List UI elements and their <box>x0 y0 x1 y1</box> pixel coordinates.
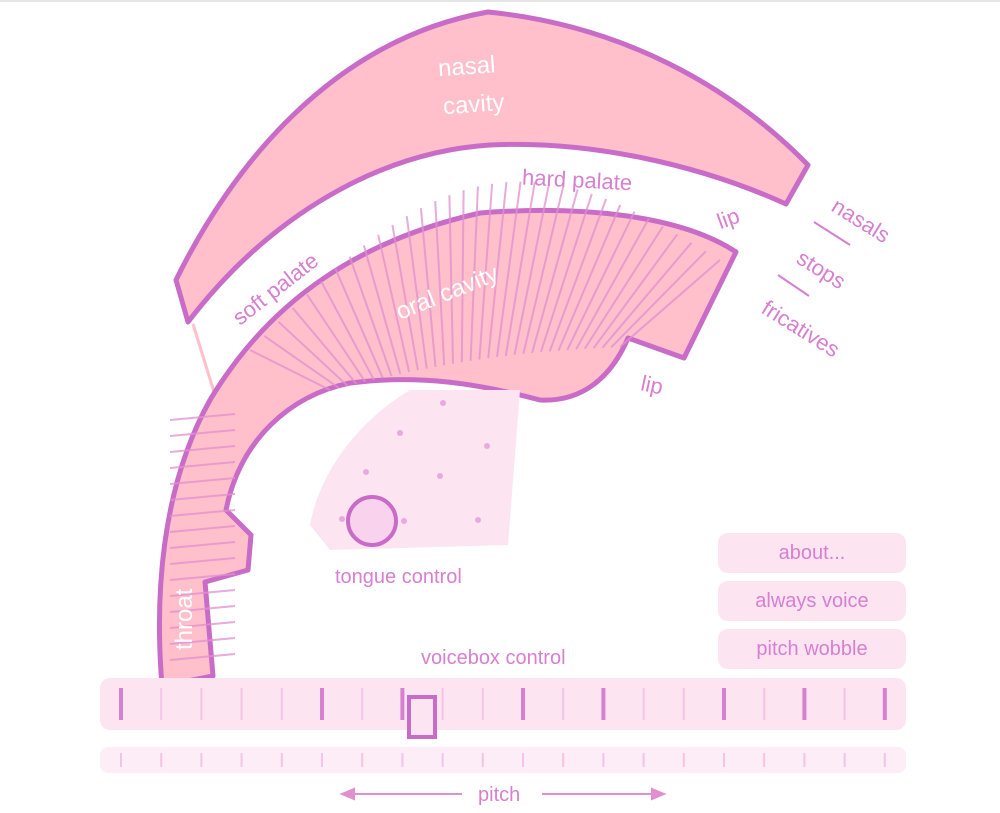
tract-segment <box>362 245 402 375</box>
tract-segment <box>460 190 465 363</box>
tract-segment <box>531 189 579 354</box>
tract-segment <box>320 280 375 381</box>
tract-segment <box>169 637 236 645</box>
tract-segment <box>496 181 522 358</box>
label-stops: stops <box>792 245 850 294</box>
always-voice-button[interactable]: always voice <box>718 581 906 621</box>
tract-segment <box>169 573 236 581</box>
tract-segment <box>583 225 664 350</box>
tract-segment <box>377 234 411 373</box>
tract-segment <box>575 218 650 350</box>
tract-segment <box>169 429 236 437</box>
tract-segment <box>434 201 446 366</box>
label-cavity-top: cavity <box>442 89 505 120</box>
tongue-handle[interactable] <box>346 495 398 547</box>
tract-segment <box>169 477 236 485</box>
label-nasal: nasal <box>437 51 496 82</box>
label-voicebox-control: voicebox control <box>421 647 566 669</box>
tract-segment <box>487 181 508 359</box>
tract-segment <box>448 195 454 364</box>
tract-segment <box>522 185 565 355</box>
pitch-strip-marks <box>120 753 886 767</box>
voicebox-handle[interactable] <box>407 695 437 739</box>
top-border <box>0 0 1000 2</box>
oral-tract <box>156 207 739 689</box>
tract-segment <box>169 509 236 517</box>
tract-segments <box>169 181 721 661</box>
tract-segment <box>601 242 693 349</box>
tract-segment <box>169 445 236 453</box>
stops-divider <box>777 274 810 297</box>
tract-segment <box>277 321 349 387</box>
tract-segment <box>169 605 236 613</box>
pitch-wobble-button[interactable]: pitch wobble <box>718 629 906 669</box>
tract-segment <box>306 293 367 383</box>
tract-segment <box>592 233 679 349</box>
tract-segment <box>263 335 340 389</box>
label-lip-upper: lip <box>714 203 743 234</box>
tract-segment <box>249 349 331 391</box>
label-hard-palate: hard palate <box>522 165 633 196</box>
tract-segment <box>169 589 236 597</box>
about-button[interactable]: about... <box>718 533 906 573</box>
label-throat: throat <box>171 588 198 650</box>
label-lip-lower: lip <box>639 370 666 399</box>
tract-segment <box>539 193 593 353</box>
tract-segment <box>169 413 236 421</box>
tract-segment <box>169 653 236 661</box>
label-tongue-control: tongue control <box>335 566 462 588</box>
tract-segment <box>513 183 551 355</box>
tract-segment <box>557 204 622 351</box>
tract-segment <box>348 256 393 377</box>
tract-segment <box>566 211 636 351</box>
tract-segment <box>405 215 428 369</box>
velum-line <box>191 323 216 393</box>
tract-segment <box>169 557 236 565</box>
tract-segment <box>169 525 236 533</box>
tract-segment <box>169 461 236 469</box>
tract-segment <box>334 268 384 379</box>
label-nasals: nasals <box>827 193 894 248</box>
tract-segment <box>391 224 419 371</box>
tract-segment <box>419 208 437 367</box>
tract-segment <box>169 493 236 501</box>
tract-segment <box>610 250 707 349</box>
tract-segment <box>478 183 494 360</box>
voicebox-key-marks <box>119 688 887 720</box>
tract-segment <box>619 259 721 348</box>
nasals-divider <box>813 221 851 246</box>
pitch-strip[interactable] <box>100 747 906 773</box>
label-pitch: pitch <box>478 784 520 806</box>
label-fricatives: fricatives <box>757 295 844 362</box>
tract-segment <box>291 307 358 385</box>
tongue-control-dots <box>339 400 490 524</box>
tongue-control-area[interactable] <box>310 390 520 550</box>
tract-segment <box>469 186 479 361</box>
tract-segment <box>169 541 236 549</box>
tract-segment <box>169 621 236 629</box>
tract-segment <box>504 181 536 357</box>
nasal-cavity <box>173 9 811 325</box>
tract-segment <box>548 198 608 352</box>
pitch-arrow <box>339 787 667 801</box>
voicebox-keyboard[interactable] <box>100 678 906 730</box>
